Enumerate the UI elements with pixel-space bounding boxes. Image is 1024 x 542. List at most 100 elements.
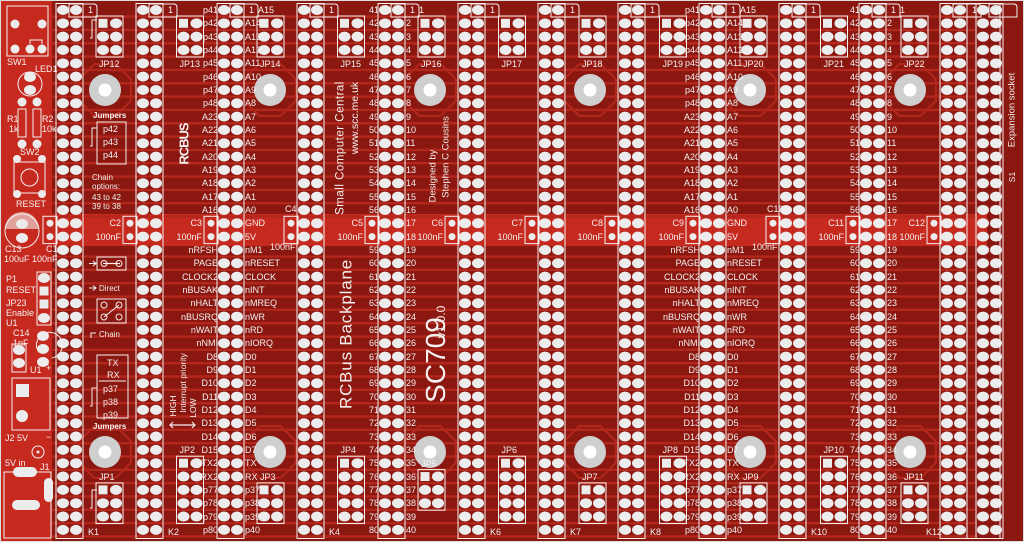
jumper-pin bbox=[754, 498, 766, 509]
connector-pin bbox=[459, 231, 471, 242]
connector-pin bbox=[70, 271, 82, 282]
connector-pin bbox=[793, 298, 805, 309]
connector-pin bbox=[459, 191, 471, 202]
serial-jumper-box bbox=[96, 354, 129, 419]
connector-pin bbox=[700, 191, 712, 202]
jumper-pin bbox=[499, 31, 512, 42]
connector-pin bbox=[218, 31, 230, 42]
capacitor-ref: C12 bbox=[908, 218, 925, 229]
connector-pin bbox=[57, 204, 69, 215]
connector-pin bbox=[619, 351, 631, 362]
signal-label: RX bbox=[727, 471, 740, 482]
signal-label: GND bbox=[727, 218, 747, 229]
signal-label: p79 bbox=[684, 511, 700, 522]
chain-arrow-icon bbox=[90, 332, 96, 338]
connector-pin bbox=[954, 431, 966, 442]
signal-label: nIORQ bbox=[245, 338, 274, 349]
connector-pin bbox=[619, 111, 631, 122]
pin-number: 77 bbox=[368, 484, 379, 495]
connector-pin bbox=[472, 44, 484, 55]
connector-pin bbox=[632, 244, 644, 255]
connector-pin bbox=[860, 71, 872, 82]
connector-pin bbox=[977, 44, 989, 55]
connector-pin bbox=[231, 218, 243, 229]
connector-pin bbox=[298, 138, 310, 149]
connector-pin bbox=[311, 271, 323, 282]
signal-label: p42 bbox=[684, 18, 700, 29]
connector-pin bbox=[860, 284, 872, 295]
connector-pin bbox=[539, 418, 551, 429]
connector-pin bbox=[619, 138, 631, 149]
connector-pin bbox=[311, 204, 323, 215]
sw1-pin bbox=[37, 44, 47, 54]
connector-pin bbox=[392, 498, 404, 509]
connector-pin bbox=[780, 364, 792, 375]
pin-number: 11 bbox=[887, 138, 897, 149]
pin-number: 55 bbox=[368, 191, 379, 202]
signal-label: D14 bbox=[683, 431, 700, 442]
jumper-pin bbox=[110, 18, 122, 29]
connector-pin bbox=[713, 338, 725, 349]
connector-pin bbox=[860, 351, 872, 362]
signal-label: A5 bbox=[727, 138, 739, 149]
jumper-pin bbox=[834, 44, 847, 55]
connector-pin bbox=[392, 71, 404, 82]
connector-pin bbox=[793, 44, 805, 55]
connector-pin bbox=[392, 404, 404, 415]
connector-pin bbox=[713, 124, 725, 135]
connector-pin bbox=[459, 71, 471, 82]
jumper-pin bbox=[432, 18, 444, 29]
connector-pin bbox=[392, 378, 404, 389]
connector-pin bbox=[392, 271, 404, 282]
signal-label: A9 bbox=[245, 84, 257, 95]
connector-pin bbox=[873, 178, 885, 189]
pin-number: 34 bbox=[887, 444, 898, 455]
jumper-pin bbox=[340, 458, 349, 468]
sw1-label: SW1 bbox=[7, 57, 27, 67]
connector-pin bbox=[700, 364, 712, 375]
pin-number: 29 bbox=[887, 378, 898, 389]
connector-pin bbox=[231, 431, 243, 442]
j2-minus-label: − bbox=[46, 432, 52, 442]
jumper-pin bbox=[177, 484, 190, 495]
connector-label: K7 bbox=[570, 527, 582, 537]
connector-pin bbox=[977, 98, 989, 109]
pin-number: 73 bbox=[849, 431, 860, 442]
connector-pin bbox=[472, 138, 484, 149]
pin-number: 36 bbox=[406, 471, 417, 482]
connector-pin bbox=[873, 44, 885, 55]
connector-pin bbox=[990, 164, 1002, 175]
pin-number: 42 bbox=[849, 18, 860, 29]
connector-pin bbox=[793, 98, 805, 109]
connector-pin bbox=[57, 524, 69, 535]
jumper-pin bbox=[271, 31, 283, 42]
connector-pin bbox=[873, 391, 885, 402]
connector-pin bbox=[311, 338, 323, 349]
connector-pin bbox=[780, 191, 792, 202]
jumper-pin bbox=[338, 31, 351, 42]
pin-number: 52 bbox=[849, 151, 860, 162]
connector-pin bbox=[539, 124, 551, 135]
connector-pin bbox=[632, 378, 644, 389]
connector-label: K4 bbox=[329, 527, 341, 537]
connector-pin bbox=[298, 44, 310, 55]
connector-pin bbox=[713, 58, 725, 69]
pin-number: 17 bbox=[406, 218, 417, 229]
connector-pin bbox=[231, 111, 243, 122]
jumper-pin bbox=[177, 511, 190, 522]
pin1-tab bbox=[470, 3, 500, 18]
connector-pin bbox=[311, 191, 323, 202]
connector-pin bbox=[713, 218, 725, 229]
pin-number: 78 bbox=[849, 498, 860, 509]
connector-pin bbox=[700, 311, 712, 322]
signal-label: nRFSH bbox=[670, 244, 700, 255]
connector-pin bbox=[459, 524, 471, 535]
top-pin-label: p44 bbox=[103, 150, 119, 160]
signal-label: A19 bbox=[201, 164, 218, 175]
capacitor-ref: C6 bbox=[431, 218, 443, 229]
pin-number: 9 bbox=[887, 111, 893, 122]
connector-pin bbox=[873, 18, 885, 29]
connector-pin bbox=[632, 258, 644, 269]
connector-pin bbox=[954, 338, 966, 349]
connector-pin bbox=[539, 271, 551, 282]
